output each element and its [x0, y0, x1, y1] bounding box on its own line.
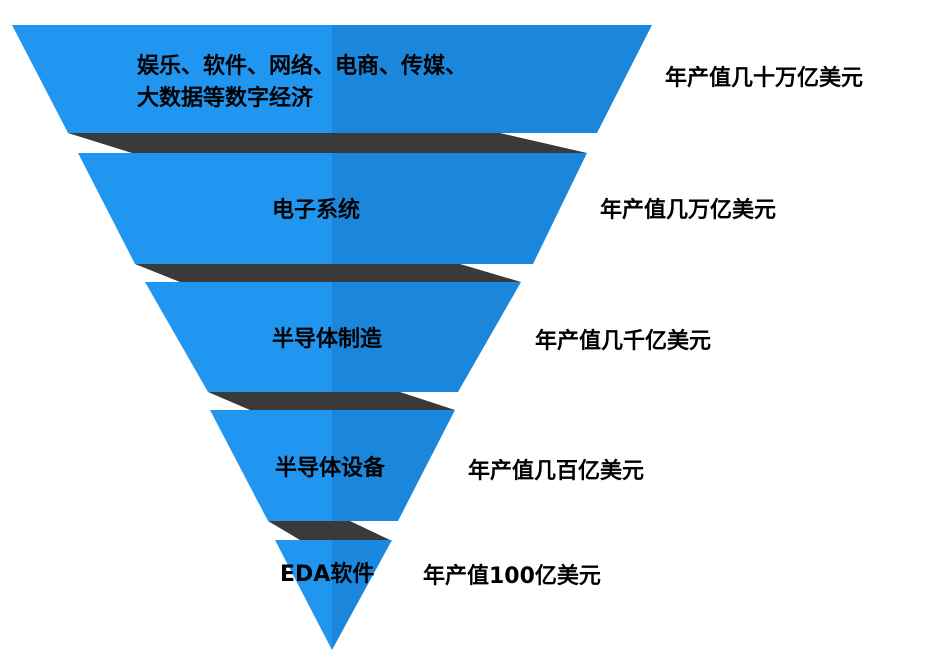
level-3-shape: [145, 282, 521, 392]
level-1-shape: [12, 25, 652, 133]
level-3-label: 半导体制造: [272, 327, 383, 352]
shadow-band-1: [68, 133, 587, 153]
level-3-value: 年产值几千亿美元: [535, 329, 712, 354]
level-5-label: EDA软件: [280, 562, 375, 587]
level-2-value: 年产值几万亿美元: [600, 198, 777, 223]
level-2-shape: [78, 153, 587, 264]
level-2-label: 电子系统: [272, 198, 361, 223]
level-5-value: 年产值100亿美元: [423, 564, 601, 589]
shadow-band-4: [268, 521, 390, 540]
shadow-band-3: [208, 392, 455, 410]
level-1-value: 年产值几十万亿美元: [665, 66, 864, 91]
level-4-shape: [210, 410, 455, 521]
level-4-label: 半导体设备: [275, 456, 386, 481]
level-5-shape: [275, 540, 392, 650]
shadow-band-2: [135, 264, 521, 282]
level-1-label-line1: 娱乐、软件、网络、电商、传媒、: [137, 54, 468, 79]
level-4-value: 年产值几百亿美元: [468, 459, 645, 484]
level-1-label-line2: 大数据等数字经济: [137, 86, 314, 111]
